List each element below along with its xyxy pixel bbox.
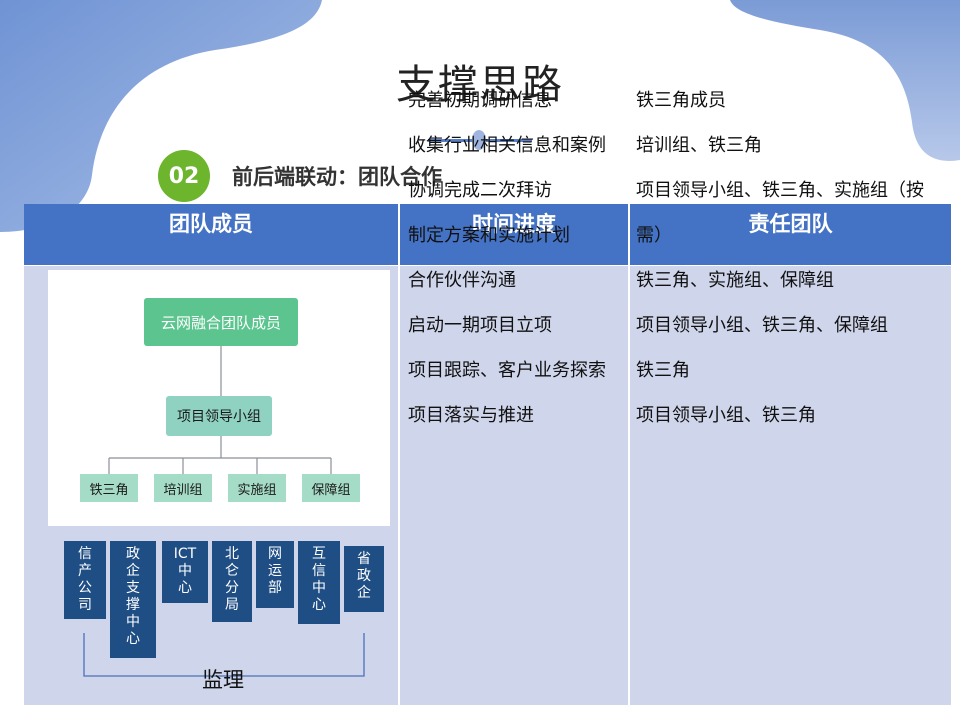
top-left-blob [0,0,322,232]
schedule-item: 合作伙伴沟通 [408,270,516,291]
org-group-node: 实施组 [228,474,286,502]
cell-responsible-team [630,266,951,705]
dept-box: 政 企 支 撑 中 心 [110,541,156,658]
responsibility-item: 项目领导小组、铁三角、实施组（按 [636,180,924,201]
header-team-members: 团队成员 [24,204,398,265]
cell-schedule [400,266,628,705]
schedule-item: 启动一期项目立项 [408,315,552,336]
schedule-item: 制定方案和实施计划 [408,225,570,246]
org-connectors [108,346,332,474]
dept-box: ICT 中 心 [162,541,208,603]
header-schedule: 时间进度 [400,204,628,265]
supervision-label: 监理 [202,668,244,692]
schedule-item: 协调完成二次拜访 [408,180,552,201]
title-divider [428,130,532,150]
responsibility-item: 铁三角成员 [636,90,726,111]
schedule-item: 项目落实与推进 [408,405,534,426]
responsibility-item: 铁三角 [636,360,690,381]
responsibility-item: 铁三角、实施组、保障组 [636,270,834,291]
schedule-item: 完善初期调研信息 [408,90,552,111]
section-subtitle: 前后端联动：团队合作 [232,165,442,189]
responsibility-item: 项目领导小组、铁三角 [636,405,816,426]
dept-box: 信 产 公 司 [64,541,106,619]
responsibility-item: 培训组、铁三角 [636,135,762,156]
dept-box: 省 政 企 [344,546,384,612]
dept-box: 互 信 中 心 [298,541,340,624]
section-number-badge: 02 [158,150,210,202]
slide-title: 支撑思路 [396,62,564,108]
schedule-item: 收集行业相关信息和案例 [408,135,606,156]
divider-dot [472,130,486,150]
responsibility-item: 项目领导小组、铁三角、保障组 [636,315,888,336]
top-right-blob [730,0,960,161]
org-root-node: 云网融合团队成员 [144,298,298,346]
responsibility-item: 需） [636,225,672,246]
schedule-item: 项目跟踪、客户业务探索 [408,360,606,381]
org-group-node: 培训组 [154,474,212,502]
org-group-node: 铁三角 [80,474,138,502]
header-responsible-team: 责任团队 [630,204,951,265]
schedule-list: 完善初期调研信息 收集行业相关信息和案例 协调完成二次拜访 制定方案和实施计划 … [408,78,606,438]
org-chart: 云网融合团队成员 项目领导小组 铁三角 培训组 实施组 保障组 [48,270,390,526]
responsibility-list: 铁三角成员 培训组、铁三角 项目领导小组、铁三角、实施组（按 需） 铁三角、实施… [636,78,924,438]
org-lead-node: 项目领导小组 [166,396,272,436]
dept-box: 网 运 部 [256,541,294,608]
org-group-node: 保障组 [302,474,360,502]
dept-box: 北 仑 分 局 [212,541,252,622]
